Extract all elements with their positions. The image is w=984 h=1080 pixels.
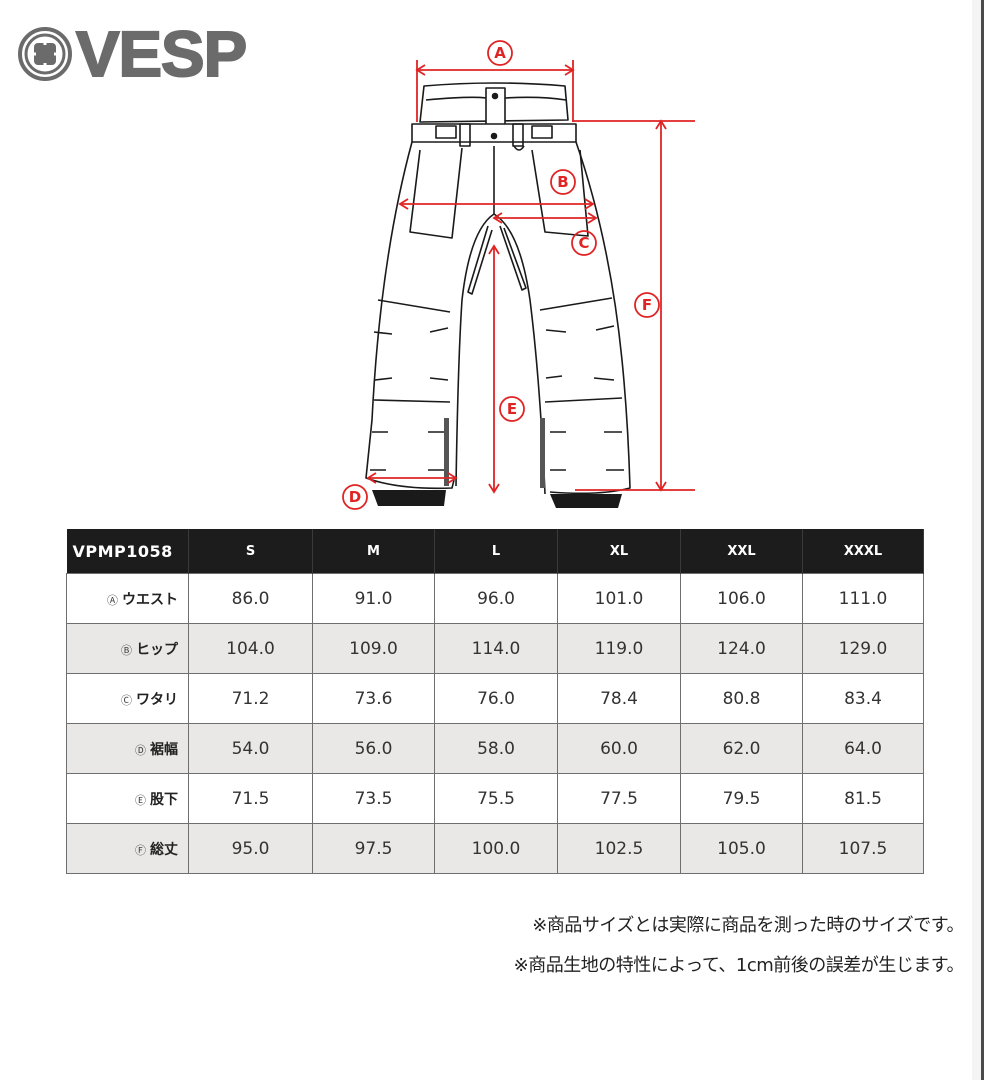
table-row-hem-width: Ⓓ 裾幅 54.0 56.0 58.0 60.0 62.0 64.0: [66, 723, 924, 774]
table-cell: 83.4: [802, 673, 924, 724]
table-cell: 91.0: [312, 573, 435, 624]
table-cell: 101.0: [557, 573, 681, 624]
table-cell: 60.0: [557, 723, 681, 774]
note-measurement: ※商品サイズとは実際に商品を測った時のサイズです。: [532, 915, 964, 936]
marker-c-icon: Ⓒ: [121, 693, 132, 707]
marker-c: C: [578, 234, 589, 252]
scrollbar-edge: [981, 0, 984, 1080]
table-row-hip: Ⓑ ヒップ 104.0 109.0 114.0 119.0 124.0 129.0: [66, 623, 924, 674]
marker-b-icon: Ⓑ: [121, 643, 132, 657]
table-cell: 102.5: [557, 823, 681, 874]
table-cell: 100.0: [434, 823, 558, 874]
row-label-text: ウエスト: [122, 591, 178, 608]
page-edge-shade: [972, 0, 981, 1080]
table-cell: 71.2: [188, 673, 313, 724]
row-label-text: 股下: [150, 791, 178, 808]
table-cell: 54.0: [188, 723, 313, 774]
brand-logo: VESP: [18, 18, 248, 90]
table-cell: 119.0: [557, 623, 681, 674]
row-label-text: 裾幅: [150, 741, 178, 758]
table-cell: 95.0: [188, 823, 313, 874]
table-cell: 80.8: [680, 673, 803, 724]
table-cell: 105.0: [680, 823, 803, 874]
size-notes: ※商品サイズとは実際に商品を測った時のサイズです。 ※商品生地の特性によって、1…: [513, 906, 965, 986]
size-header-s: S: [188, 529, 313, 574]
table-cell: 86.0: [188, 573, 313, 624]
brand-name: VESP: [75, 18, 248, 90]
row-label-total-length: Ⓕ 総丈: [66, 823, 189, 874]
table-row-thigh: Ⓒ ワタリ 71.2 73.6 76.0 78.4 80.8 83.4: [66, 673, 924, 724]
row-label-hip: Ⓑ ヒップ: [66, 623, 189, 674]
marker-b: B: [557, 173, 568, 191]
row-label-text: ワタリ: [136, 691, 178, 708]
table-cell: 58.0: [434, 723, 558, 774]
table-row-total-length: Ⓕ 総丈 95.0 97.5 100.0 102.5 105.0 107.5: [66, 823, 924, 874]
table-cell: 124.0: [680, 623, 803, 674]
row-label-thigh: Ⓒ ワタリ: [66, 673, 189, 724]
table-cell: 79.5: [680, 773, 803, 824]
table-cell: 109.0: [312, 623, 435, 674]
row-label-text: ヒップ: [136, 641, 178, 658]
table-cell: 62.0: [680, 723, 803, 774]
table-cell: 106.0: [680, 573, 803, 624]
size-header-xl: XL: [557, 529, 681, 574]
marker-d: D: [349, 488, 361, 506]
table-cell: 104.0: [188, 623, 313, 674]
table-row-inseam: Ⓔ 股下 71.5 73.5 75.5 77.5 79.5 81.5: [66, 773, 924, 824]
table-cell: 56.0: [312, 723, 435, 774]
table-row-waist: Ⓐ ウエスト 86.0 91.0 96.0 101.0 106.0 111.0: [66, 573, 924, 624]
table-cell: 97.5: [312, 823, 435, 874]
table-cell: 76.0: [434, 673, 558, 724]
table-cell: 71.5: [188, 773, 313, 824]
marker-a: A: [494, 44, 506, 62]
marker-e: E: [507, 400, 517, 418]
size-header-m: M: [312, 529, 435, 574]
marker-f: F: [642, 296, 652, 314]
model-number: VPMP1058: [66, 529, 189, 574]
size-header-xxxl: XXXL: [802, 529, 924, 574]
brand-emblem-icon: [18, 27, 72, 81]
table-cell: 73.6: [312, 673, 435, 724]
pants-measurement-diagram: A B C F E D: [342, 40, 695, 510]
table-header-row: VPMP1058 S M L XL XXL XXXL: [66, 529, 924, 574]
size-header-l: L: [434, 529, 558, 574]
row-label-hem-width: Ⓓ 裾幅: [66, 723, 189, 774]
marker-e-icon: Ⓔ: [135, 793, 146, 807]
marker-d-icon: Ⓓ: [135, 743, 146, 757]
table-cell: 114.0: [434, 623, 558, 674]
table-cell: 96.0: [434, 573, 558, 624]
marker-a-icon: Ⓐ: [107, 593, 118, 607]
note-tolerance: ※商品生地の特性によって、1cm前後の誤差が生じます。: [513, 955, 965, 976]
marker-f-icon: Ⓕ: [135, 843, 146, 857]
row-label-inseam: Ⓔ 股下: [66, 773, 189, 824]
row-label-text: 総丈: [150, 841, 178, 858]
table-cell: 73.5: [312, 773, 435, 824]
table-cell: 81.5: [802, 773, 924, 824]
table-cell: 129.0: [802, 623, 924, 674]
size-header-xxl: XXL: [680, 529, 803, 574]
table-cell: 111.0: [802, 573, 924, 624]
size-chart-table: VPMP1058 S M L XL XXL XXXL Ⓐ ウエスト 86.0 91…: [66, 529, 924, 874]
table-cell: 107.5: [802, 823, 924, 874]
table-cell: 78.4: [557, 673, 681, 724]
table-cell: 77.5: [557, 773, 681, 824]
table-cell: 64.0: [802, 723, 924, 774]
row-label-waist: Ⓐ ウエスト: [66, 573, 189, 624]
table-cell: 75.5: [434, 773, 558, 824]
